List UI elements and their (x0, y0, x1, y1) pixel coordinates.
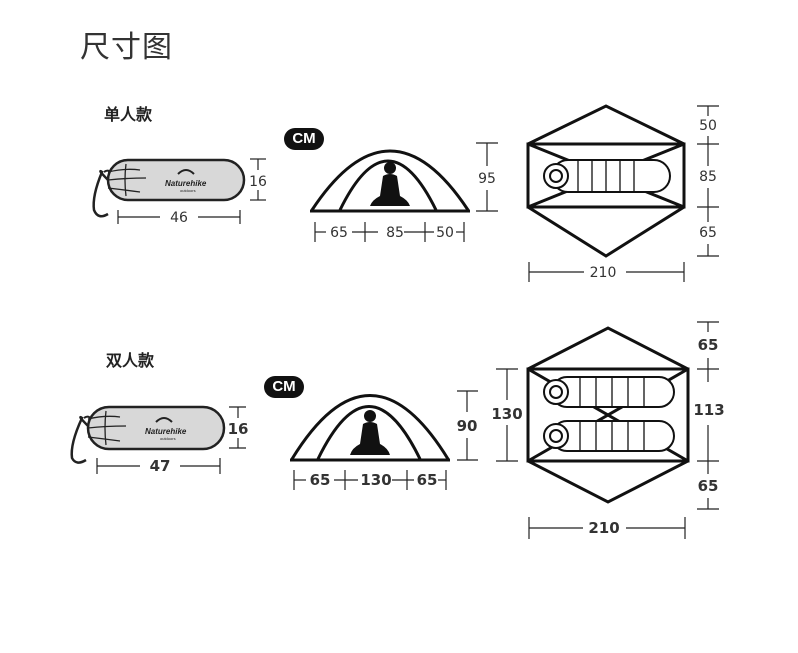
single-unit-badge: CM (284, 128, 324, 150)
single-front-height: 95 (478, 171, 496, 187)
single-plan-top: 50 (699, 118, 717, 134)
single-bag-brand-sub: outdoors (180, 188, 196, 193)
brand-logo-icon (177, 169, 195, 175)
single-front-left: 65 (330, 225, 348, 241)
double-front-height-dim (457, 390, 478, 461)
single-section-label: 单人款 (104, 105, 153, 124)
single-tent-front (310, 149, 470, 213)
double-tent-front (290, 394, 450, 462)
double-bag-brand-sub: outdoors (160, 436, 176, 441)
page-title: 尺寸图 (80, 30, 173, 65)
double-plan-side-dim (697, 321, 719, 510)
double-plan-length: 210 (588, 519, 619, 537)
double-plan-width-dim (496, 368, 518, 462)
double-bag-diameter-dim (229, 406, 246, 449)
double-stuff-bag: Naturehike outdoors (70, 405, 226, 464)
double-bag-length: 47 (150, 457, 171, 475)
double-sleeping-bag-icon (543, 376, 675, 452)
double-section-label: 双人款 (106, 351, 155, 370)
single-bag-brand: Naturehike (165, 179, 207, 188)
double-tent-plan (526, 326, 690, 504)
single-plan-length-dim (528, 262, 685, 282)
single-plan-length: 210 (590, 265, 617, 281)
single-bag-length-dim (117, 210, 241, 224)
double-front-height: 90 (457, 417, 478, 435)
double-plan-length-dim (528, 517, 686, 539)
single-plan-middle: 85 (699, 169, 717, 185)
double-front-center: 130 (360, 471, 391, 489)
double-bag-brand: Naturehike (145, 427, 187, 436)
single-front-right: 50 (436, 225, 454, 241)
double-unit-badge: CM (264, 376, 304, 398)
double-plan-middle: 113 (693, 401, 724, 419)
double-bag-diameter: 16 (228, 420, 249, 438)
double-plan-bottom: 65 (698, 477, 719, 495)
double-front-right: 65 (417, 471, 438, 489)
single-bag-diameter: 16 (249, 174, 267, 190)
single-bag-diameter-dim (250, 158, 266, 201)
double-front-width-dim (293, 470, 447, 490)
single-sleeping-bag-icon (543, 159, 671, 193)
single-plan-side-dim (697, 105, 719, 257)
double-bag-length-dim (96, 458, 221, 474)
single-front-height-dim (476, 142, 498, 212)
single-front-width-dim (314, 222, 465, 242)
single-bag-length: 46 (170, 210, 188, 226)
single-front-center: 85 (386, 225, 404, 241)
double-plan-width: 130 (491, 405, 522, 423)
double-front-left: 65 (310, 471, 331, 489)
single-person-icon (370, 162, 410, 206)
single-stuff-bag: Naturehike outdoors (92, 158, 246, 218)
brand-logo-icon (155, 417, 173, 423)
single-plan-bottom: 65 (699, 225, 717, 241)
double-person-icon (350, 410, 390, 455)
double-plan-top: 65 (698, 336, 719, 354)
